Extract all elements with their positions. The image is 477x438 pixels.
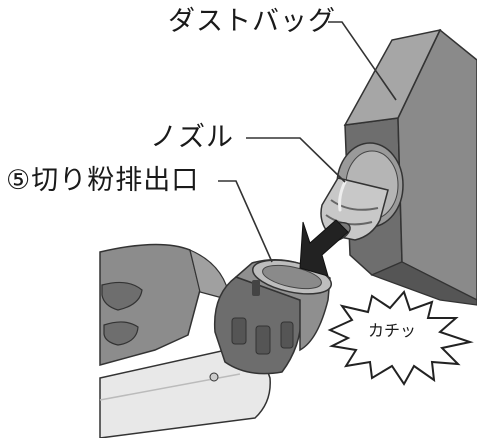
click-burst-icon <box>327 290 474 386</box>
insert-arrow-icon <box>299 219 349 277</box>
label-click-sound: カチッ <box>368 321 417 340</box>
label-cuttings-outlet: ⑤切り粉排出口 <box>6 165 200 196</box>
leader-lines <box>218 21 397 263</box>
label-dust-bag: ダストバッグ <box>168 6 336 37</box>
nozzle <box>320 142 404 243</box>
label-nozzle: ノズル <box>150 122 234 153</box>
cuttings-outlet <box>213 258 333 375</box>
tool-body <box>99 243 231 366</box>
